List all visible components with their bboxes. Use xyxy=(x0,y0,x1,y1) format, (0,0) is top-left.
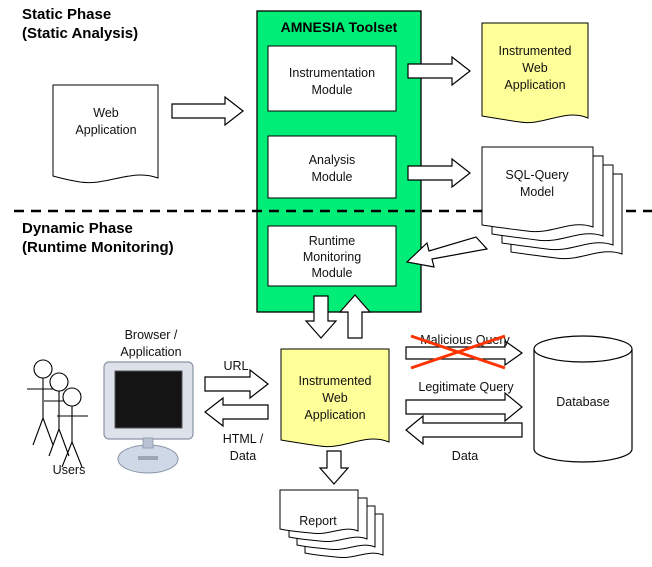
web-application-label-2: Application xyxy=(75,123,136,137)
runtime-monitoring-module xyxy=(267,225,397,287)
arrow-model-to-runtime xyxy=(405,236,489,268)
amnesia-toolset-title: AMNESIA Toolset xyxy=(281,19,398,35)
arrow-url-request xyxy=(204,368,269,400)
url-label: URL xyxy=(223,359,248,373)
dynamic-phase-subtitle: (Runtime Monitoring) xyxy=(22,239,174,256)
arrow-legitimate-query xyxy=(405,391,523,423)
database-cylinder xyxy=(533,335,633,463)
arrow-instrumentation-to-output xyxy=(407,55,471,87)
html-label-2: Data xyxy=(230,449,256,463)
runtime-module-label-1: Runtime xyxy=(309,234,356,248)
browser-label-1: Browser / xyxy=(125,328,178,342)
runtime-module-label-2: Monitoring xyxy=(303,250,361,264)
users-label: Users xyxy=(53,463,86,477)
sql-query-model-stack xyxy=(481,146,623,260)
arrow-app-to-report xyxy=(318,450,350,485)
html-label-1: HTML / xyxy=(223,432,264,446)
instrumentation-module-label-2: Module xyxy=(312,83,353,97)
instrumented-runtime-label-3: Application xyxy=(304,408,365,422)
data-label: Data xyxy=(452,449,478,463)
instrumented-output-label-1: Instrumented xyxy=(499,44,572,58)
database-label: Database xyxy=(556,395,610,409)
instrumented-runtime-label-2: Web xyxy=(322,391,348,405)
dynamic-phase-title: Dynamic Phase xyxy=(22,220,133,237)
analysis-module-label-1: Analysis xyxy=(309,153,356,167)
instrumentation-module xyxy=(267,45,397,112)
arrow-data-return xyxy=(405,414,523,446)
instrumented-runtime-label-1: Instrumented xyxy=(299,374,372,388)
computer-icon xyxy=(103,361,194,474)
static-phase-title: Static Phase xyxy=(22,6,111,23)
malicious-cross-stroke-2 xyxy=(410,334,506,370)
legitimate-query-label: Legitimate Query xyxy=(418,380,514,394)
arrow-app-to-runtime xyxy=(338,294,372,339)
arrow-html-response xyxy=(204,396,269,428)
arrow-analysis-to-model xyxy=(407,157,471,189)
analysis-module-label-2: Module xyxy=(312,170,353,184)
instrumentation-module-label-1: Instrumentation xyxy=(289,66,375,80)
report-label: Report xyxy=(299,514,337,528)
static-phase-subtitle: (Static Analysis) xyxy=(22,25,138,42)
analysis-module xyxy=(267,135,397,199)
malicious-query-label: Malicious Query xyxy=(420,333,510,347)
web-application-document xyxy=(52,84,159,184)
instrumented-webapp-output-document xyxy=(481,22,589,124)
arrow-runtime-to-app xyxy=(304,295,338,339)
sql-model-label-2: Model xyxy=(520,185,554,199)
users-icon xyxy=(27,359,88,468)
instrumented-output-label-2: Web xyxy=(522,61,548,75)
sql-model-label-1: SQL-Query xyxy=(505,168,569,182)
runtime-module-label-3: Module xyxy=(312,266,353,280)
report-stack xyxy=(279,489,384,559)
instrumented-output-label-3: Application xyxy=(504,78,565,92)
instrumented-webapp-runtime-document xyxy=(280,348,390,448)
web-application-label-1: Web xyxy=(93,106,119,120)
arrow-webapp-to-toolset xyxy=(171,95,244,127)
browser-label-2: Application xyxy=(120,345,181,359)
